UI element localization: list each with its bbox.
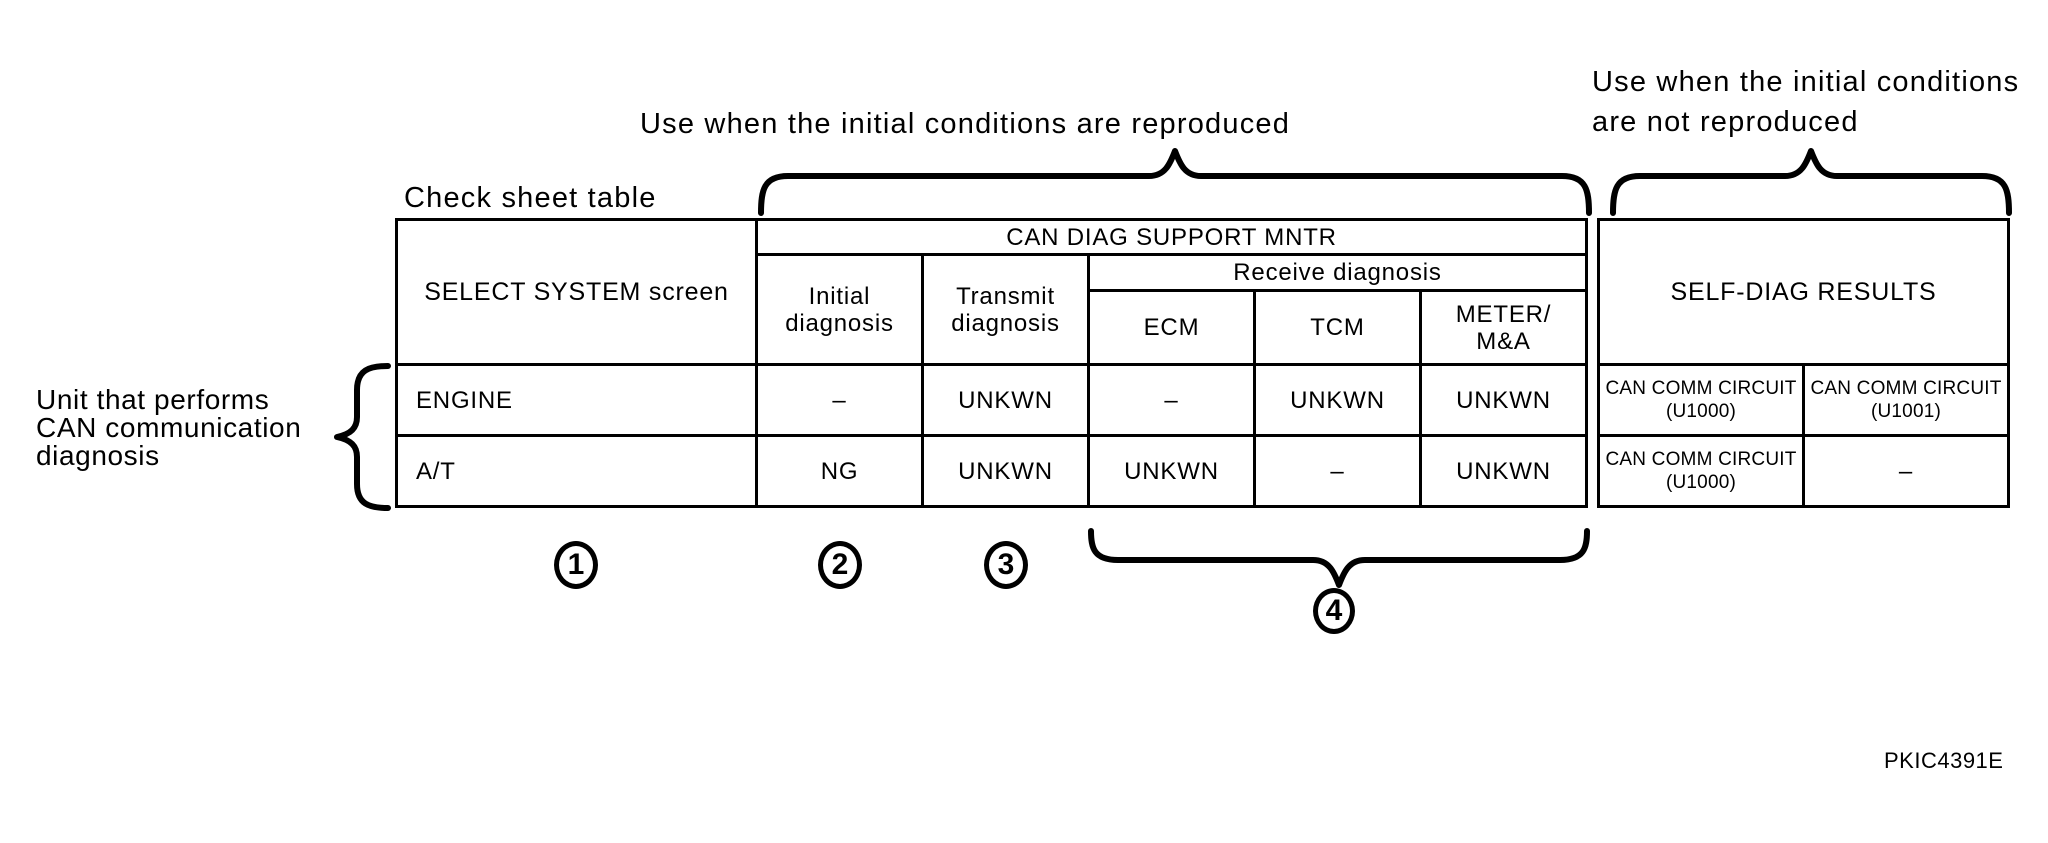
row-at-meter: UNKWN [1422, 437, 1585, 505]
header-initial-diagnosis: Initial diagnosis [758, 256, 921, 363]
check-sheet-table-label: Check sheet table [404, 182, 657, 214]
header-transmit-diagnosis: Transmit diagnosis [924, 256, 1087, 363]
annotation-conditions-not-reproduced: Use when the initial conditions are not … [1592, 66, 2020, 138]
callout-4: 4 [1313, 588, 1355, 634]
row-at-tcm: – [1256, 437, 1419, 505]
row-engine-self-diag-u1001: CAN COMM CIRCUIT (U1001) [1805, 366, 2007, 434]
row-at-initial: NG [758, 437, 921, 505]
header-self-diag-results: SELF-DIAG RESULTS [1600, 221, 2007, 363]
row-engine-system: ENGINE [398, 366, 755, 434]
row-at-ecm: UNKWN [1090, 437, 1253, 505]
row-at-transmit: UNKWN [924, 437, 1087, 505]
callout-3: 3 [984, 541, 1028, 589]
header-meter-ma: METER/ M&A [1422, 292, 1585, 363]
row-at-self-diag-u1000: CAN COMM CIRCUIT (U1000) [1600, 437, 1802, 505]
header-tcm: TCM [1256, 292, 1419, 363]
brace-unit-rows [334, 363, 391, 511]
row-engine-ecm: – [1090, 366, 1253, 434]
figure-code: PKIC4391E [1884, 748, 2004, 773]
unit-performs-diagnosis-label: Unit that performs CAN communication dia… [36, 384, 302, 471]
header-ecm: ECM [1090, 292, 1253, 363]
brace-not-reproduced-section [1610, 148, 2012, 216]
header-can-diag-support-mntr: CAN DIAG SUPPORT MNTR [758, 221, 1585, 253]
row-engine-transmit: UNKWN [924, 366, 1087, 434]
header-select-system-screen: SELECT SYSTEM screen [398, 221, 755, 363]
callout-1: 1 [554, 541, 598, 589]
self-diag-results-table: SELF-DIAG RESULTS CAN COMM CIRCUIT (U100… [1597, 218, 2010, 508]
callout-2: 2 [818, 541, 862, 589]
row-engine-meter: UNKWN [1422, 366, 1585, 434]
row-engine-tcm: UNKWN [1256, 366, 1419, 434]
check-sheet-table: SELECT SYSTEM screen CAN DIAG SUPPORT MN… [395, 218, 1588, 508]
row-at-system: A/T [398, 437, 755, 505]
brace-receive-columns [1088, 528, 1590, 588]
annotation-conditions-reproduced: Use when the initial conditions are repr… [640, 108, 1291, 140]
brace-reproduced-section [758, 148, 1592, 216]
row-at-self-diag-u1001: – [1805, 437, 2007, 505]
header-receive-diagnosis: Receive diagnosis [1090, 256, 1585, 289]
row-engine-self-diag-u1000: CAN COMM CIRCUIT (U1000) [1600, 366, 1802, 434]
row-engine-initial: – [758, 366, 921, 434]
